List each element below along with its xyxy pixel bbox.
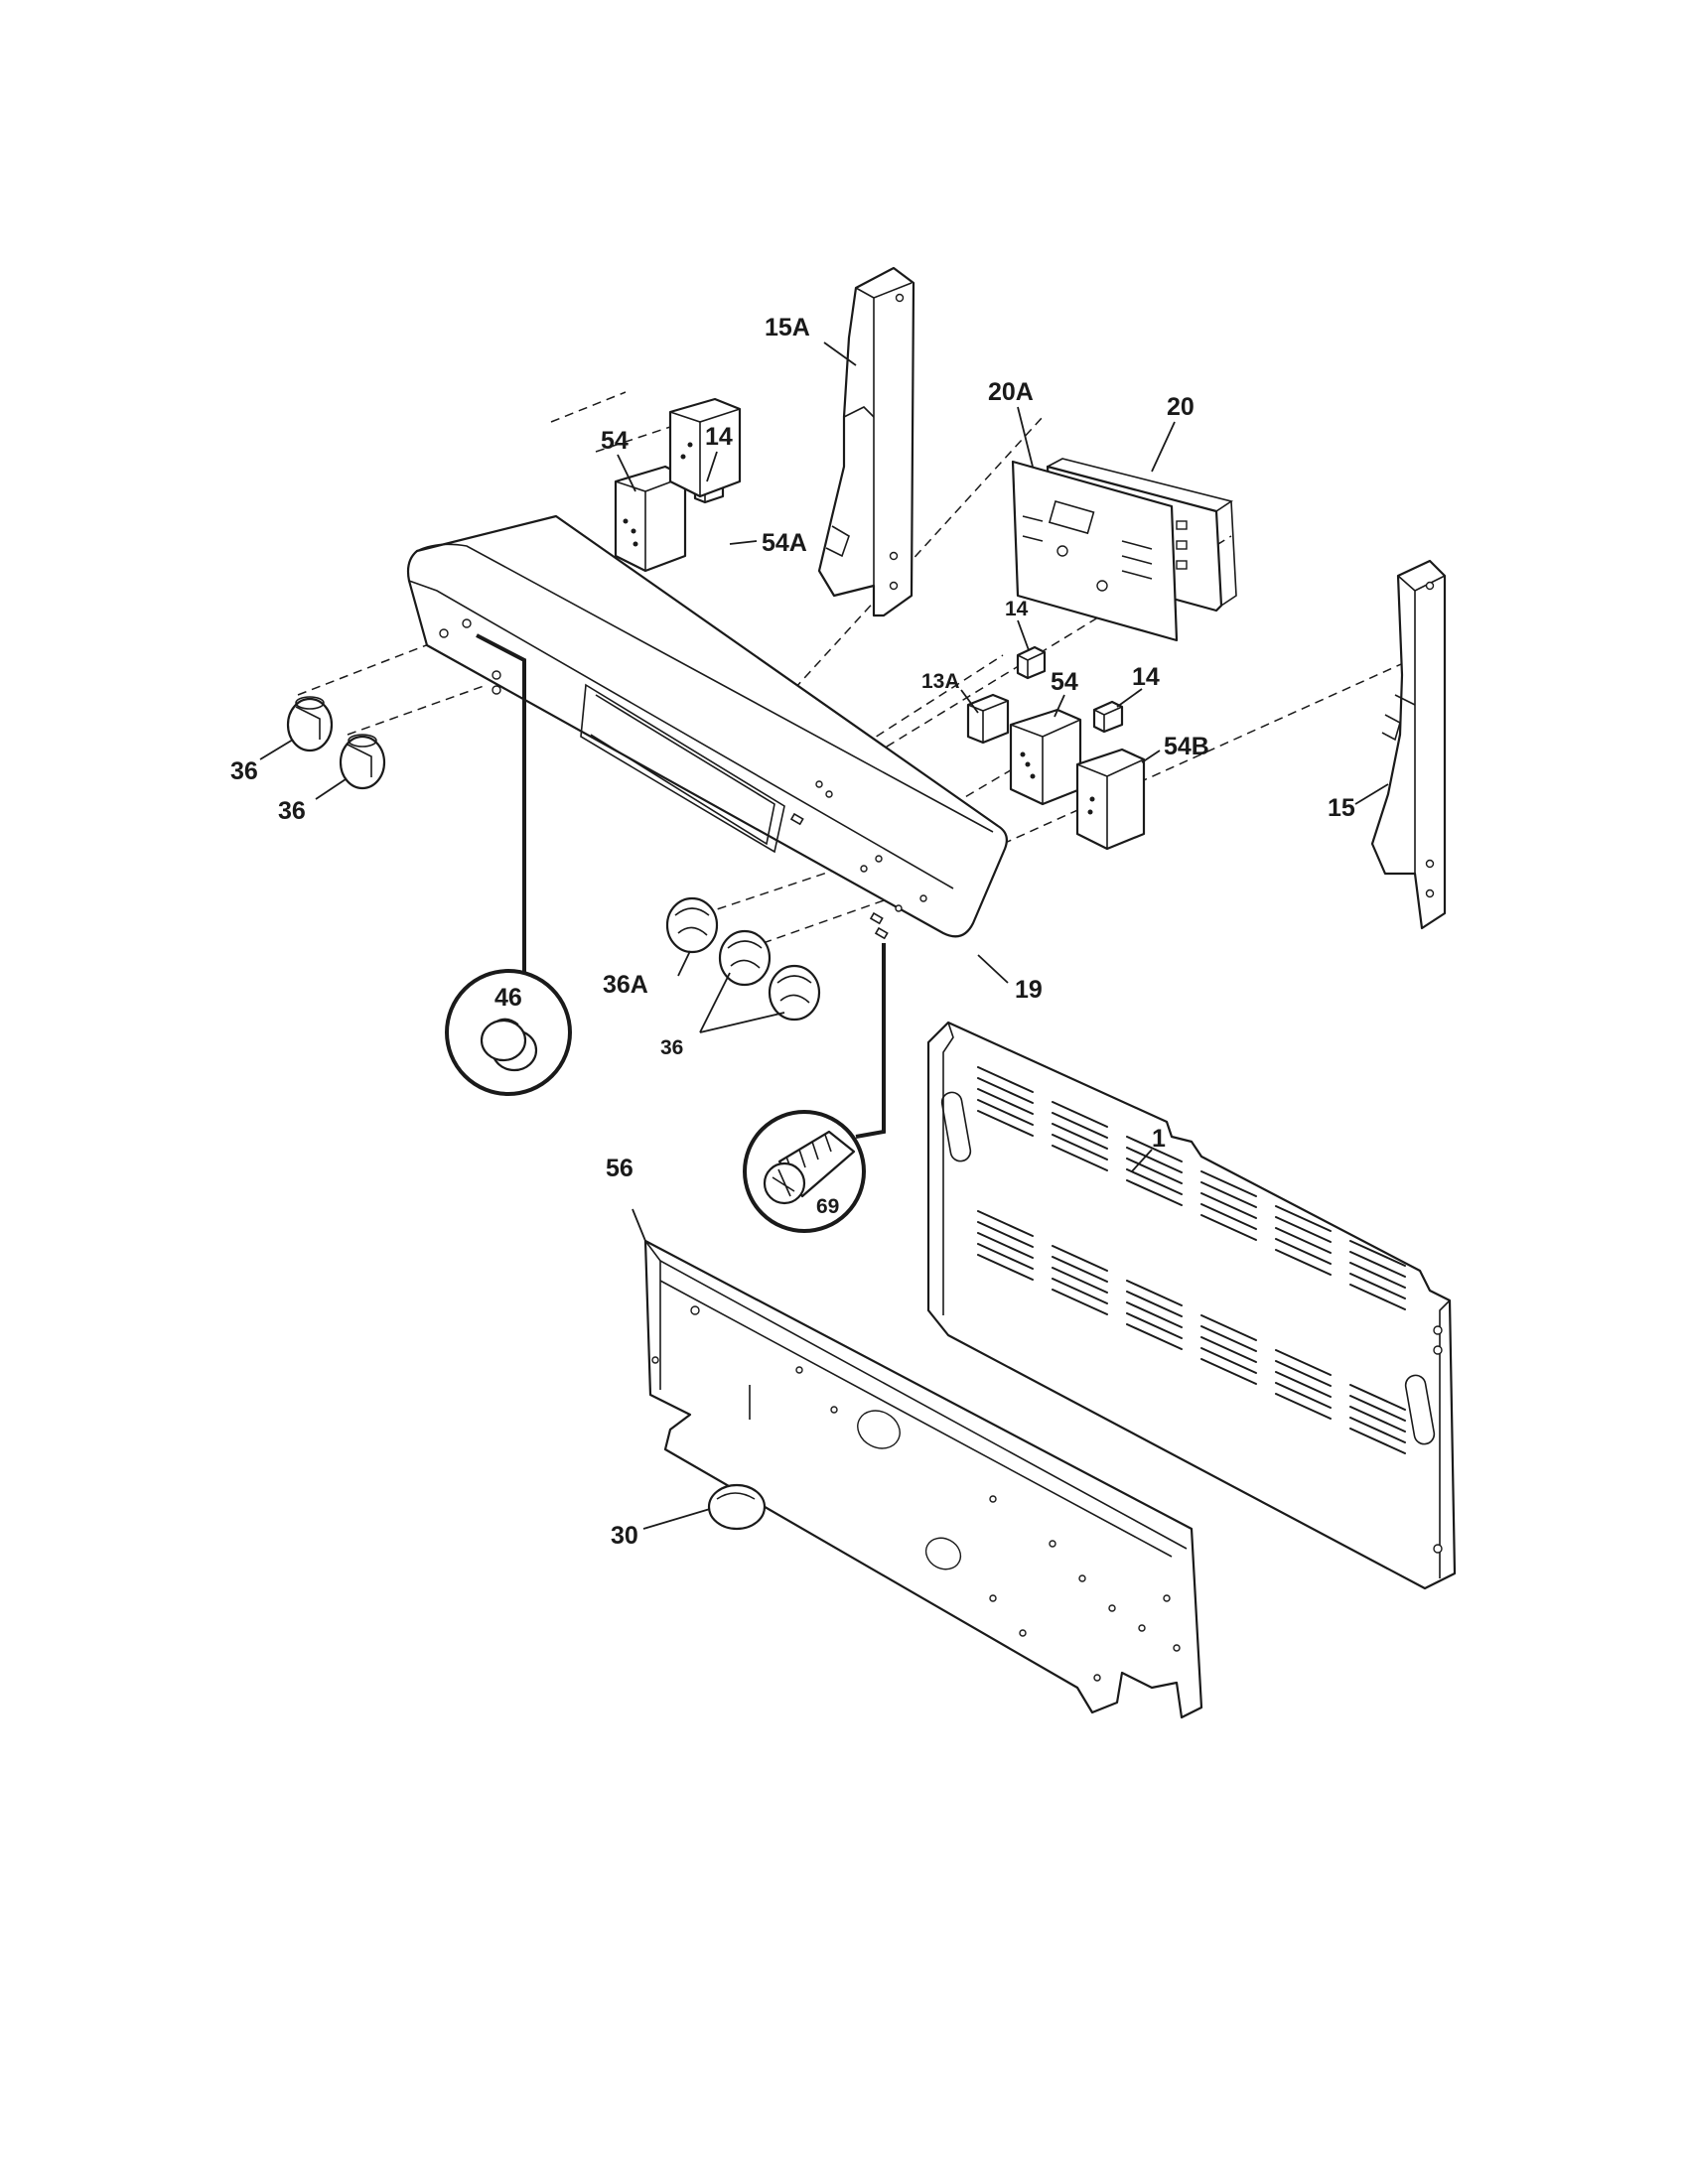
bracket-right-15 bbox=[1370, 559, 1447, 930]
callout-36-lower: 36 bbox=[278, 797, 306, 825]
knob-36-front-a bbox=[718, 929, 772, 987]
plug-30 bbox=[707, 1483, 767, 1531]
callout-54b: 54B bbox=[1164, 733, 1209, 760]
switch-54a bbox=[668, 397, 742, 498]
switch-13a bbox=[966, 693, 1010, 745]
callout-30: 30 bbox=[611, 1522, 638, 1550]
callout-69: 69 bbox=[816, 1195, 839, 1218]
switch-54-mid bbox=[1009, 708, 1082, 806]
vent-louvers bbox=[977, 1066, 1406, 1454]
control-overlay-20a bbox=[1011, 460, 1179, 642]
callout-14-mid: 14 bbox=[1005, 598, 1029, 620]
bracket-left-15a bbox=[817, 266, 915, 617]
rear-panel-1 bbox=[926, 1021, 1457, 1590]
switch-14-mid bbox=[1016, 645, 1047, 680]
callout-19: 19 bbox=[1015, 976, 1043, 1004]
detail-circle-69 bbox=[743, 943, 886, 1233]
knob-36-front-b bbox=[768, 964, 821, 1022]
callout-36-upper: 36 bbox=[230, 757, 258, 785]
callout-1: 1 bbox=[1152, 1125, 1166, 1153]
switch-14-right bbox=[1092, 700, 1124, 734]
callout-14-upper: 14 bbox=[705, 423, 733, 451]
callout-20: 20 bbox=[1167, 393, 1195, 421]
callout-14-right: 14 bbox=[1132, 663, 1160, 691]
knob-36-upper bbox=[286, 696, 334, 752]
callout-54a: 54A bbox=[762, 529, 807, 557]
knob-36a bbox=[665, 896, 719, 954]
callout-54-upper: 54 bbox=[601, 427, 629, 455]
leader-lines bbox=[259, 341, 1389, 1530]
callout-36a: 36A bbox=[603, 971, 648, 999]
switch-54b bbox=[1075, 748, 1146, 851]
callout-labels: 15A 20A 20 54 14 54A 14 13A 54 14 54B 15… bbox=[230, 314, 1355, 1550]
detail-circle-46 bbox=[445, 633, 572, 1096]
knob-36-lower bbox=[339, 734, 386, 790]
callout-54-mid: 54 bbox=[1051, 668, 1078, 696]
backguard-19 bbox=[406, 514, 1008, 940]
callout-15: 15 bbox=[1328, 794, 1355, 822]
callout-46: 46 bbox=[494, 984, 522, 1012]
callout-56: 56 bbox=[606, 1155, 633, 1182]
lower-panel-56 bbox=[643, 1239, 1203, 1719]
callout-15a: 15A bbox=[765, 314, 810, 341]
callout-20a: 20A bbox=[988, 378, 1034, 406]
callout-36-front: 36 bbox=[660, 1036, 683, 1059]
callout-13a: 13A bbox=[921, 670, 960, 693]
